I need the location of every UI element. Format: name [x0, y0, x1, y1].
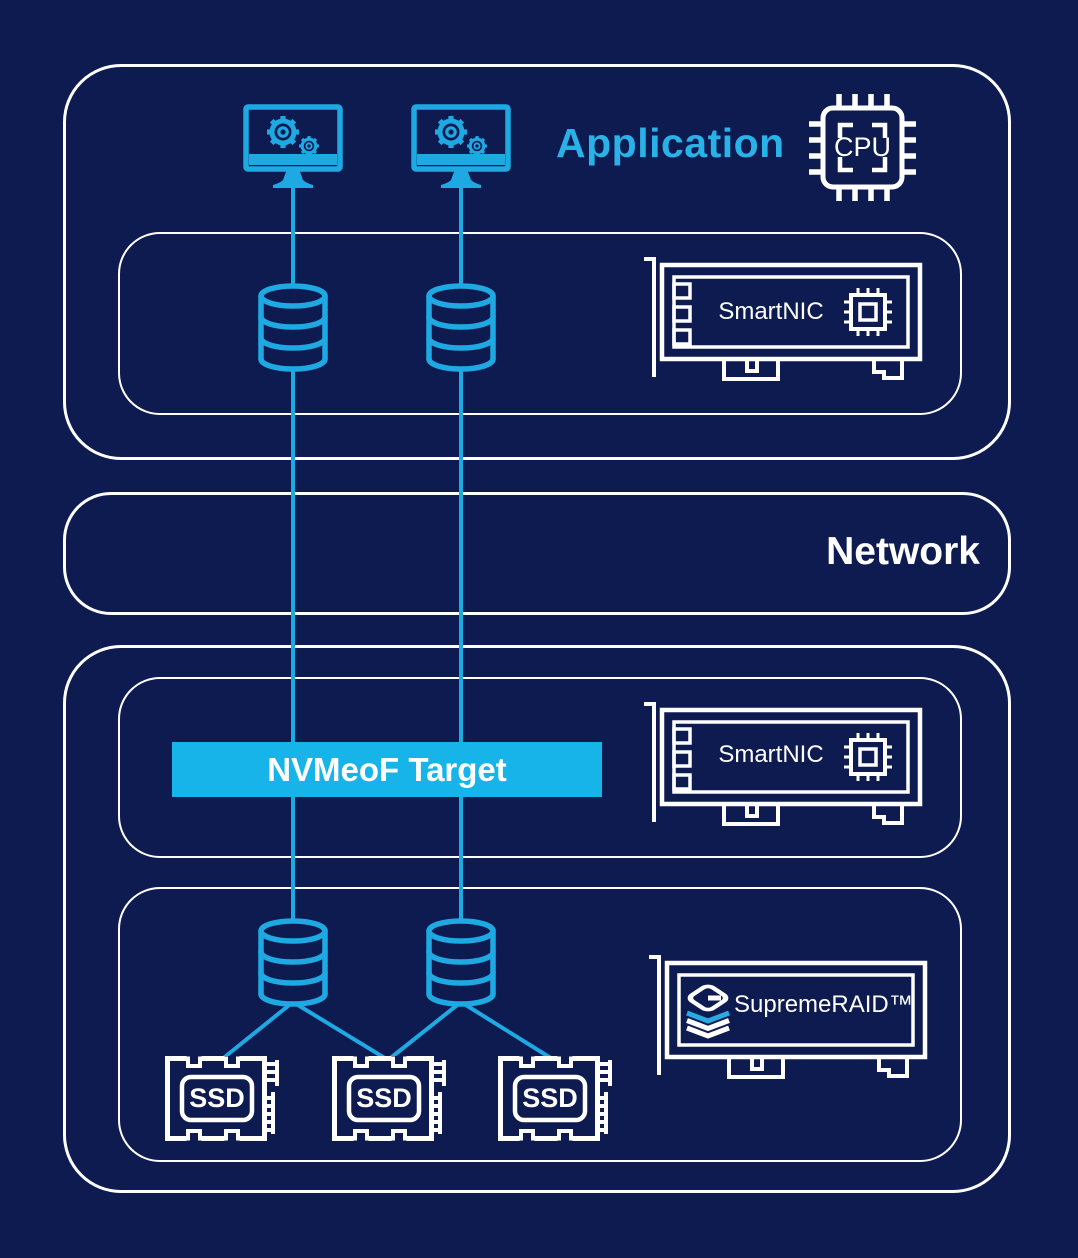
- application-storage-inner-box: [118, 232, 962, 415]
- connection-lines: [219, 186, 556, 1062]
- supremeraid-label: SupremeRAID™: [734, 991, 913, 1018]
- app-monitor-icon: [414, 107, 508, 188]
- network-box: [63, 492, 1011, 615]
- nvmeof-target-inner-box: [118, 677, 962, 858]
- database-icon: [261, 286, 325, 369]
- application-host-box: [63, 64, 1011, 460]
- database-icon: [429, 921, 493, 1004]
- database-icon: [261, 921, 325, 1004]
- database-icon: [429, 286, 493, 369]
- ssd-label: SSD: [522, 1083, 578, 1113]
- application-title: Application: [556, 120, 785, 166]
- app-monitor-icon: [246, 107, 340, 188]
- storage-inner-box: [118, 887, 962, 1162]
- network-title: Network: [826, 530, 980, 573]
- nvmeof-target-label: NVMeoF Target: [267, 750, 507, 788]
- ssd-label: SSD: [356, 1083, 412, 1113]
- smartnic-label-bottom: SmartNIC: [718, 741, 824, 768]
- nvmeof-target-bar: NVMeoF Target: [172, 742, 602, 797]
- target-host-box: [63, 645, 1011, 1193]
- ssd-label: SSD: [189, 1083, 245, 1113]
- smartnic-label-top: SmartNIC: [718, 298, 824, 325]
- cpu-label: CPU: [833, 132, 891, 162]
